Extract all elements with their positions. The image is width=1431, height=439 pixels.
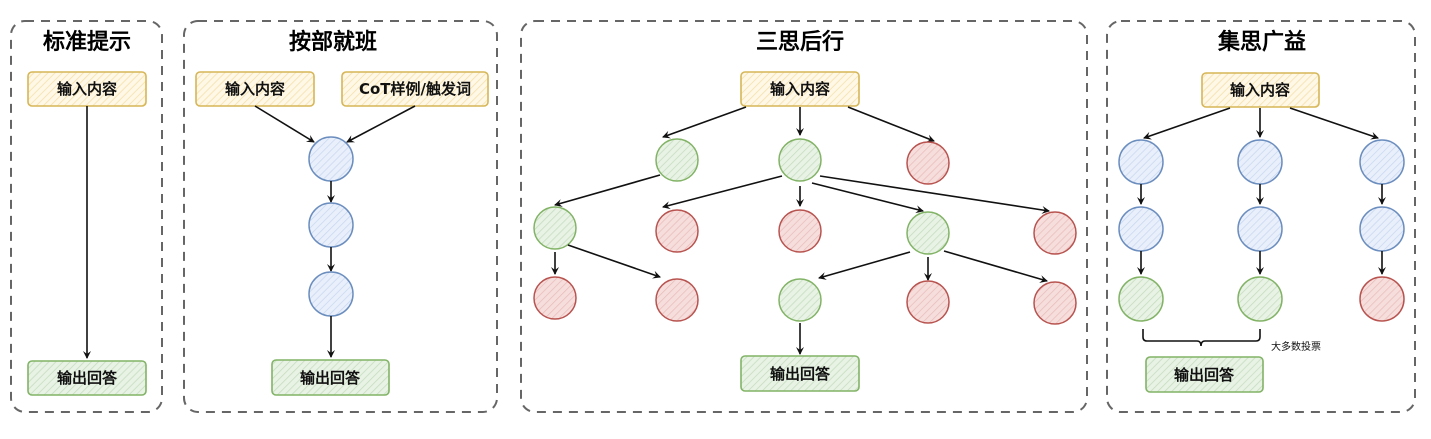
output-label: 输出回答 <box>300 369 361 387</box>
majority-vote-label: 大多数投票 <box>1271 340 1321 353</box>
edge <box>1143 107 1231 140</box>
panel-title: 三思后行 <box>756 29 844 55</box>
thought-node-rejected <box>1033 281 1077 325</box>
edge <box>811 182 924 214</box>
panel-border <box>10 20 163 413</box>
answer-node-valid <box>1118 276 1164 322</box>
panel-title: 集思广益 <box>1217 29 1306 55</box>
thought-node-valid <box>655 138 699 182</box>
edge <box>567 244 661 279</box>
edge <box>819 175 1050 214</box>
thought-node <box>1118 139 1164 185</box>
panel-title: 标准提示 <box>43 29 131 55</box>
output-box <box>271 359 390 396</box>
panel-standard-prompt: 标准提示 输入内容 输出回答 <box>10 20 163 413</box>
thought-node <box>308 202 354 248</box>
output-box <box>740 355 860 392</box>
output-box <box>27 360 147 396</box>
edge <box>847 106 935 143</box>
output-label: 输出回答 <box>770 365 831 383</box>
thought-node <box>308 271 354 317</box>
thought-node <box>1237 206 1283 252</box>
thought-node-rejected <box>1033 211 1077 255</box>
input-box <box>1201 72 1320 108</box>
cot-example-label: CoT样例/触发词 <box>359 80 471 98</box>
thought-node-rejected <box>533 276 577 320</box>
thought-node-rejected <box>655 209 699 253</box>
edge <box>346 105 416 143</box>
thought-node <box>1359 206 1405 252</box>
edge <box>662 106 747 139</box>
output-label: 输出回答 <box>57 369 118 387</box>
thought-node-valid <box>533 206 577 250</box>
panel-border <box>1106 20 1416 413</box>
panel-chain-of-thought: 按部就班 输入内容 CoT样例/触发词 输出回答 <box>183 20 498 413</box>
answer-node-valid <box>1237 276 1283 322</box>
thought-node-rejected <box>655 278 699 322</box>
edge <box>662 175 783 210</box>
input-box <box>740 71 860 107</box>
input-label: 输入内容 <box>770 80 830 98</box>
panel-border <box>520 20 1088 413</box>
edge <box>1289 107 1379 140</box>
edge <box>818 251 911 280</box>
edge <box>254 105 315 143</box>
thought-node-valid <box>778 138 822 182</box>
input-label: 输入内容 <box>1230 81 1290 99</box>
thought-node <box>1237 139 1283 185</box>
thought-node <box>1359 139 1405 185</box>
panel-tree-of-thought: 三思后行 输入内容 <box>520 20 1088 413</box>
thought-node <box>308 136 354 182</box>
thought-node-rejected <box>778 209 822 253</box>
thought-node-valid <box>906 211 950 255</box>
edge <box>554 174 661 207</box>
input-label: 输入内容 <box>225 80 285 98</box>
thought-node-rejected <box>906 280 950 324</box>
answer-node-rejected <box>1359 276 1405 322</box>
thought-node <box>1118 206 1164 252</box>
edge <box>943 250 1048 283</box>
thought-node-rejected <box>906 141 950 185</box>
input-label: 输入内容 <box>57 80 117 98</box>
majority-vote-brace <box>1142 329 1261 347</box>
panel-title: 按部就班 <box>289 29 377 55</box>
panel-self-consistency: 集思广益 输入内容 大多数投票 输出回答 <box>1106 20 1416 413</box>
panel-border <box>183 20 498 413</box>
thought-node-valid <box>778 278 822 322</box>
output-label: 输出回答 <box>1174 366 1235 384</box>
output-box <box>1145 356 1264 393</box>
